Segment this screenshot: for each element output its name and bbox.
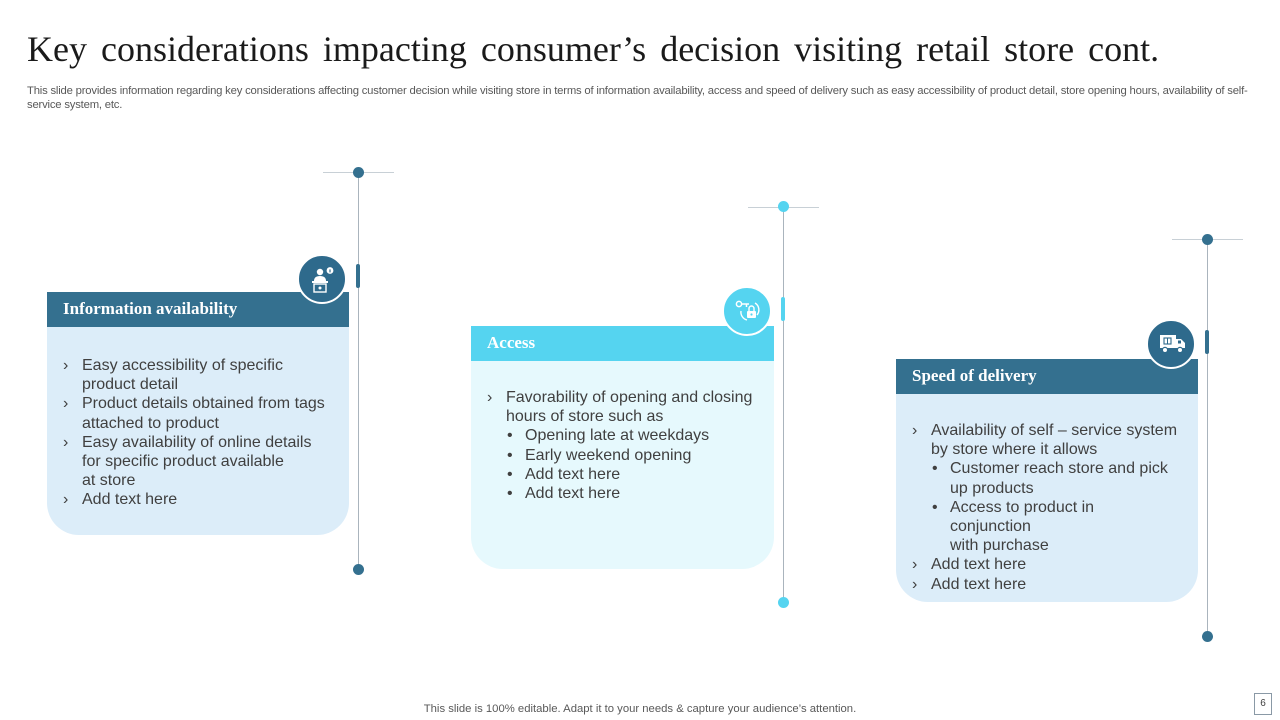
list-item: hours of store such as: [506, 408, 664, 426]
delivery-truck-icon: [1146, 319, 1196, 369]
card-heading: Speed of delivery: [896, 359, 1198, 394]
timeline-marker-2: [781, 297, 785, 321]
list-item: Add text here: [63, 490, 329, 509]
timeline-dot-top-3: [1202, 234, 1213, 245]
list-item: product detail: [82, 376, 179, 394]
timeline-marker-1: [356, 264, 360, 288]
list-item: Product details obtained from tags: [63, 394, 329, 413]
timeline-dot-bottom-1: [353, 564, 364, 575]
list-item: with purchase: [950, 537, 1049, 555]
card-list: Favorability of opening and closinghours…: [487, 388, 754, 503]
list-item: Access to product in conjunction: [912, 498, 1178, 536]
card-list: Availability of self – service systemby …: [912, 421, 1178, 594]
list-item: by store where it allows: [931, 441, 1098, 459]
card-access: Access Favorability of opening and closi…: [471, 326, 774, 569]
list-item: up products: [950, 479, 1034, 497]
list-item: Availability of self – service system: [912, 421, 1178, 440]
slide-footer: This slide is 100% editable. Adapt it to…: [423, 703, 857, 715]
list-item: attached to product: [82, 414, 219, 432]
timeline-line-1: [358, 173, 359, 569]
timeline-dot-bottom-2: [778, 597, 789, 608]
card-heading: Information availability: [47, 292, 349, 327]
list-item: Add text here: [912, 575, 1178, 594]
list-item: Opening late at weekdays: [487, 426, 754, 445]
slide-title: Key considerations impacting consumer’s …: [27, 29, 1160, 69]
timeline-dot-bottom-3: [1202, 631, 1213, 642]
page-number: 6: [1254, 693, 1272, 715]
list-item: Add text here: [487, 465, 754, 484]
list-item: Add text here: [912, 555, 1178, 574]
list-item: Customer reach store and pick: [912, 459, 1178, 478]
list-item: Favorability of opening and closing: [487, 388, 754, 407]
info-desk-icon: [297, 254, 347, 304]
list-item: Easy availability of online details: [63, 433, 329, 452]
list-item: for specific product available: [82, 453, 284, 471]
card-information-availability: Information availability Easy accessibil…: [47, 292, 349, 535]
timeline-dot-top-1: [353, 167, 364, 178]
card-heading: Access: [471, 326, 774, 361]
list-item: Early weekend opening: [487, 446, 754, 465]
timeline-line-3: [1207, 239, 1208, 636]
slide-subtitle: This slide provides information regardin…: [27, 85, 1248, 111]
card-speed-of-delivery: Speed of delivery Availability of self –…: [896, 359, 1198, 602]
list-item: at store: [82, 472, 136, 490]
timeline-line-2: [783, 207, 784, 602]
timeline-marker-3: [1205, 330, 1209, 354]
list-item: Easy accessibility of specific: [63, 356, 329, 375]
timeline-dot-top-2: [778, 201, 789, 212]
key-lock-icon: [722, 286, 772, 336]
list-item: Add text here: [487, 484, 754, 503]
